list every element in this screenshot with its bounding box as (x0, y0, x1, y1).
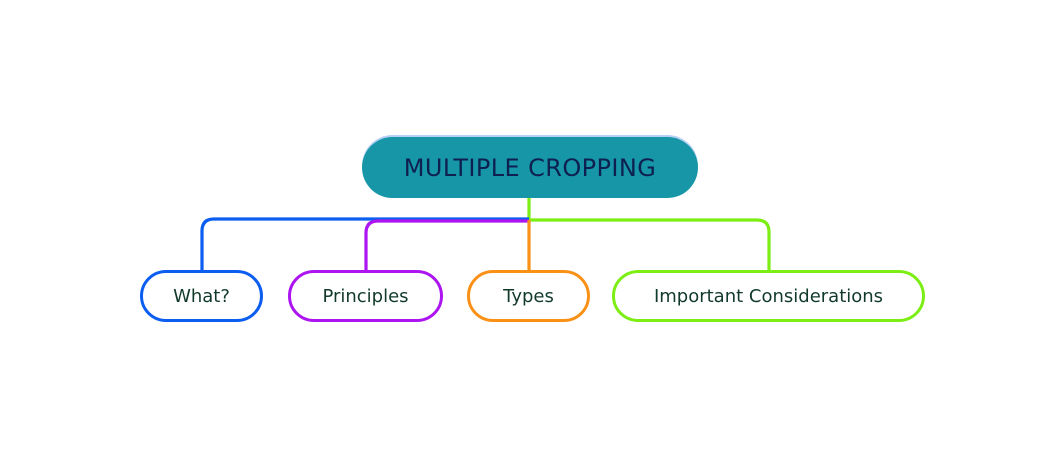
branch-node-what-label: What? (173, 285, 230, 307)
branch-node-principles[interactable]: Principles (288, 270, 443, 322)
connector-what (200, 217, 529, 270)
branch-node-what[interactable]: What? (140, 270, 263, 322)
connector-principles (364, 219, 529, 270)
root-node-label: MULTIPLE CROPPING (403, 153, 657, 182)
branch-node-types[interactable]: Types (467, 270, 590, 322)
branch-node-considerations[interactable]: Important Considerations (612, 270, 925, 322)
branch-node-principles-label: Principles (322, 285, 409, 307)
root-node[interactable]: MULTIPLE CROPPING (362, 137, 698, 198)
connector-considerations (527, 198, 771, 270)
branch-node-types-label: Types (503, 285, 554, 307)
branch-node-considerations-label: Important Considerations (653, 285, 884, 307)
